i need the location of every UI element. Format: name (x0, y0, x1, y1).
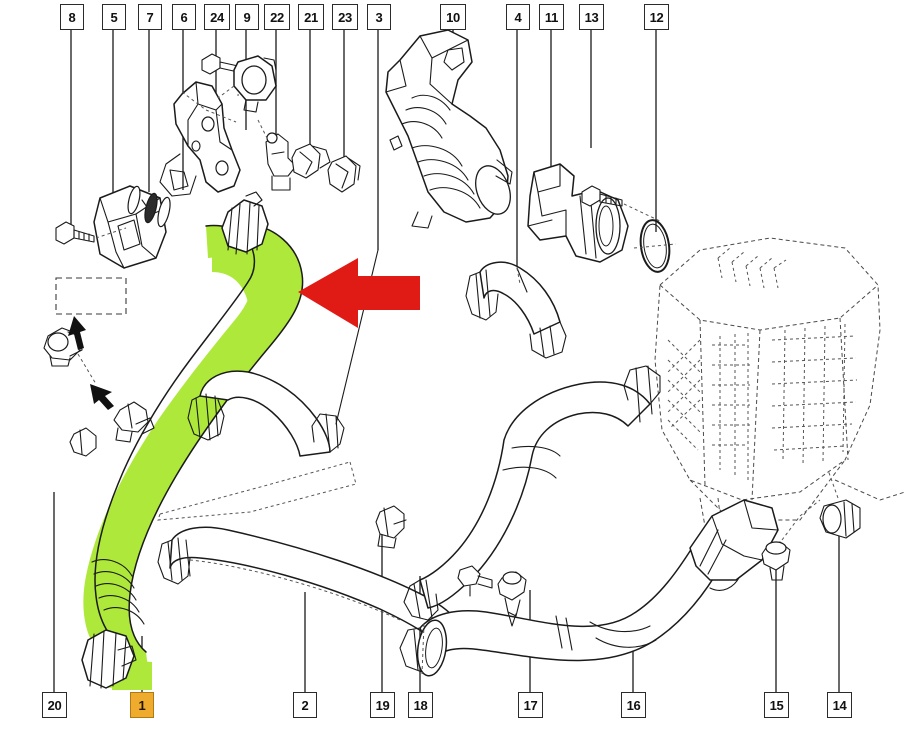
part-2-lower-hose (157, 526, 459, 649)
part-12-seal-ring (633, 219, 677, 273)
part-11-throttle-body (527, 163, 629, 263)
callout-13[interactable]: 13 (579, 4, 604, 30)
part-20-sensor-connector-group (43, 277, 127, 410)
part-13-bolt (581, 185, 663, 223)
callout-19[interactable]: 19 (370, 692, 395, 718)
part-1-mid-bracket (113, 401, 155, 443)
callout-2[interactable]: 2 (293, 692, 317, 718)
mid-right-s-hose (403, 365, 661, 621)
callout-7[interactable]: 7 (138, 4, 162, 30)
callout-23[interactable]: 23 (332, 4, 358, 30)
callout-1[interactable]: 1 (130, 692, 154, 718)
callout-14[interactable]: 14 (827, 692, 852, 718)
part-1-lower-clamp (81, 629, 137, 689)
part-1-bellows (91, 559, 145, 625)
callout-18[interactable]: 18 (408, 692, 433, 718)
callout-11[interactable]: 11 (539, 4, 564, 30)
part-14-grommet (819, 469, 861, 539)
callout-24[interactable]: 24 (204, 4, 230, 30)
left-arrow-icon (298, 258, 420, 328)
callout-9[interactable]: 9 (235, 4, 259, 30)
air-filter-box-assembly (654, 237, 906, 535)
callout-8[interactable]: 8 (60, 4, 84, 30)
callout-5[interactable]: 5 (102, 4, 126, 30)
part-15-grommet-clip (761, 499, 821, 581)
part-18-hose-end-collar (416, 619, 448, 677)
part-1-upper-clamp (221, 191, 269, 255)
callout-12[interactable]: 12 (644, 4, 669, 30)
callout-4[interactable]: 4 (506, 4, 530, 30)
part-1-lower-bracket (69, 427, 97, 457)
callout-10[interactable]: 10 (440, 4, 466, 30)
callout-6[interactable]: 6 (172, 4, 196, 30)
part-1-boost-hose-highlighted (69, 191, 304, 690)
part-4-elbow-hose (465, 261, 567, 359)
callout-20[interactable]: 20 (42, 692, 67, 718)
part-10-turbo-inlet-duct (385, 29, 513, 229)
callout-16[interactable]: 16 (621, 692, 646, 718)
callout-21[interactable]: 21 (298, 4, 324, 30)
callout-22[interactable]: 22 (264, 4, 290, 30)
callout-15[interactable]: 15 (764, 692, 789, 718)
part-19-retaining-clip (375, 505, 407, 549)
callout-17[interactable]: 17 (518, 692, 543, 718)
part-17-rivet-clip (457, 565, 527, 627)
callout-3[interactable]: 3 (367, 4, 391, 30)
top-left-parts-cluster (55, 53, 361, 269)
